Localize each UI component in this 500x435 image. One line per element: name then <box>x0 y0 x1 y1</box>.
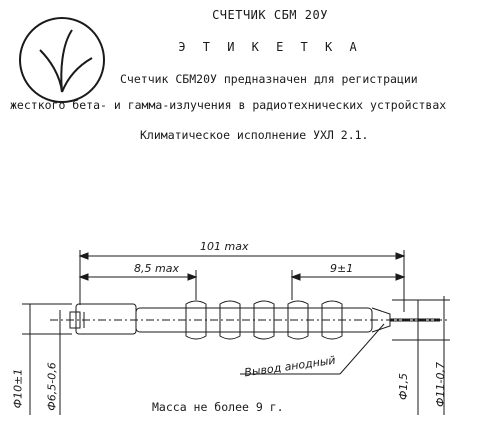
document-subtitle: Э Т И К Е Т К А <box>178 40 362 54</box>
dim-diameter-10: Ф10±1 <box>11 368 25 409</box>
dim-diameter-1-5: Ф1,5 <box>396 373 410 400</box>
description-line-2: жесткого бета- и гамма-излучения в радио… <box>10 98 447 112</box>
document-title: СЧЕТЧИК СБМ 20У <box>212 8 328 22</box>
dim-diameter-6-5: Ф6,5-0,6 <box>45 362 59 411</box>
climate-line: Климатическое исполнение УХЛ 2.1. <box>140 128 369 142</box>
dim-total-length: 101 max <box>200 240 249 253</box>
dim-left-length: 8,5 max <box>134 262 179 275</box>
mass-note: Масса не более 9 г. <box>152 400 284 414</box>
description-line-1: Счетчик СБМ20У предназначен для регистра… <box>120 72 418 86</box>
dim-diameter-11: Ф11-0,7 <box>433 362 447 407</box>
dim-right-length: 9±1 <box>330 262 354 275</box>
